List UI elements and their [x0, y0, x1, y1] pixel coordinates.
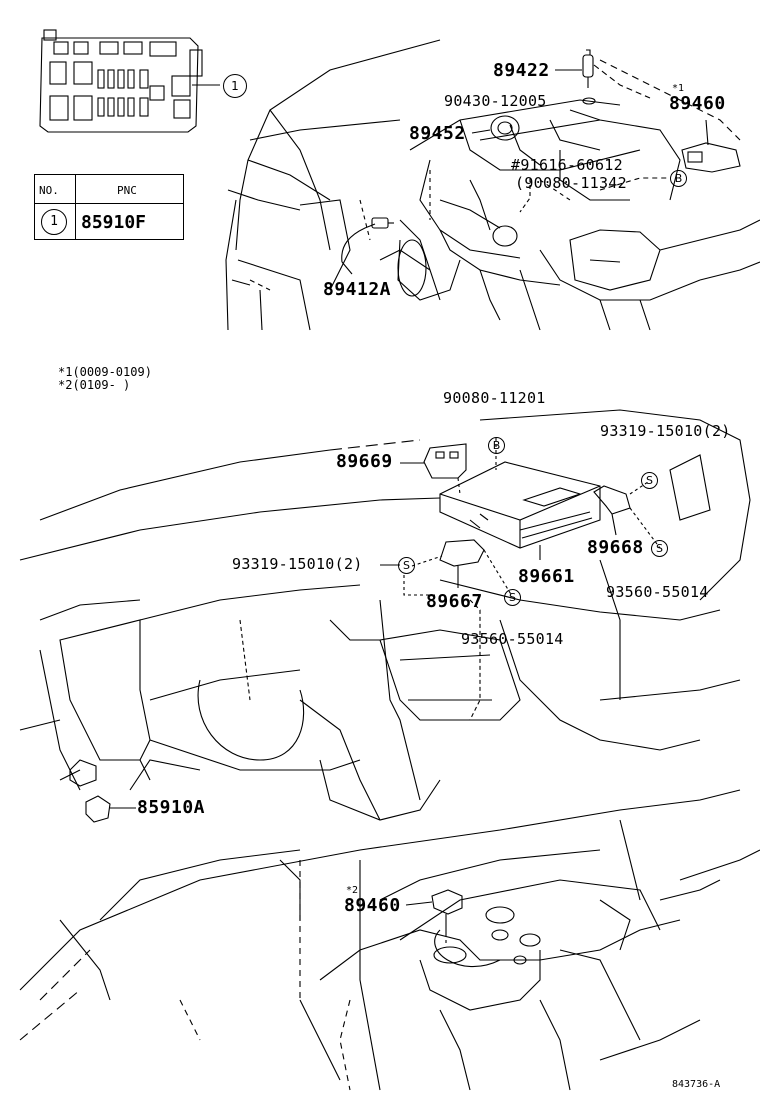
note-star1-range: *1(0009-0109) — [58, 365, 152, 379]
label-89669: 89669 — [336, 451, 393, 472]
truck-front-engine-view — [225, 39, 760, 331]
throttle-sensor-89452 — [471, 115, 520, 141]
clip-85910A — [69, 759, 136, 823]
junction-block — [39, 29, 220, 133]
label-90080-11342: (90080-11342 — [515, 174, 627, 192]
pnc-legend-table: NO. PNC 1 85910F — [34, 174, 184, 240]
marker-s-93560-right: S — [651, 540, 668, 557]
label-93560-55014-right: 93560-55014 — [606, 583, 709, 601]
oxygen-sensor-89412A — [341, 217, 394, 275]
sensor-89422 — [555, 49, 651, 105]
bracket-89669 — [400, 438, 497, 495]
label-89460-top: 89460 — [669, 93, 726, 114]
legend-header-pnc: PNC — [117, 184, 137, 197]
label-89412A: 89412A — [323, 279, 392, 300]
legend-row-pnc: 85910F — [81, 212, 147, 233]
rear-body-view — [19, 789, 760, 1091]
label-90430-12005: 90430-12005 — [444, 92, 547, 110]
legend-header-no: NO. — [39, 184, 59, 197]
legend-header-row — [35, 175, 183, 204]
legend-row-number: 1 — [41, 209, 67, 235]
note-star2-range: *2(0109- ) — [58, 378, 131, 392]
sensor-89460-top — [681, 119, 741, 173]
label-89668: 89668 — [587, 537, 644, 558]
label-93560-55014-left: 93560-55014 — [461, 630, 564, 648]
label-89422: 89422 — [493, 60, 550, 81]
legend-column-divider — [75, 175, 76, 239]
label-90080-11201: 90080-11201 — [443, 389, 546, 407]
label-89452: 89452 — [409, 123, 466, 144]
marker-b-90080-11342: B — [670, 170, 687, 187]
marker-b-90080-11201: B — [488, 437, 505, 454]
label-85910A: 85910A — [137, 797, 206, 818]
marker-s-93560-left: S — [504, 589, 521, 606]
label-star1-top: *1 — [672, 83, 685, 94]
ecu-89661 — [439, 461, 601, 560]
marker-s-93319-left: S — [398, 557, 415, 574]
drawing-number: 843736-A — [672, 1079, 721, 1090]
marker-s-93319-right: S — [641, 472, 658, 489]
label-89661: 89661 — [518, 566, 575, 587]
sensor-89460-bottom — [405, 889, 463, 944]
label-89460-bottom: 89460 — [344, 895, 401, 916]
label-93319-15010-right: 93319-15010(2) — [600, 422, 731, 440]
label-star2-bottom: *2 — [346, 885, 359, 896]
bracket-89667 — [380, 539, 513, 597]
label-93319-15010-left: 93319-15010(2) — [232, 555, 363, 573]
label-91616-60612: #91616-60612 — [511, 156, 623, 174]
dashboard-view — [19, 409, 751, 821]
label-89667: 89667 — [426, 591, 483, 612]
reference-circle-1: 1 — [223, 74, 247, 98]
